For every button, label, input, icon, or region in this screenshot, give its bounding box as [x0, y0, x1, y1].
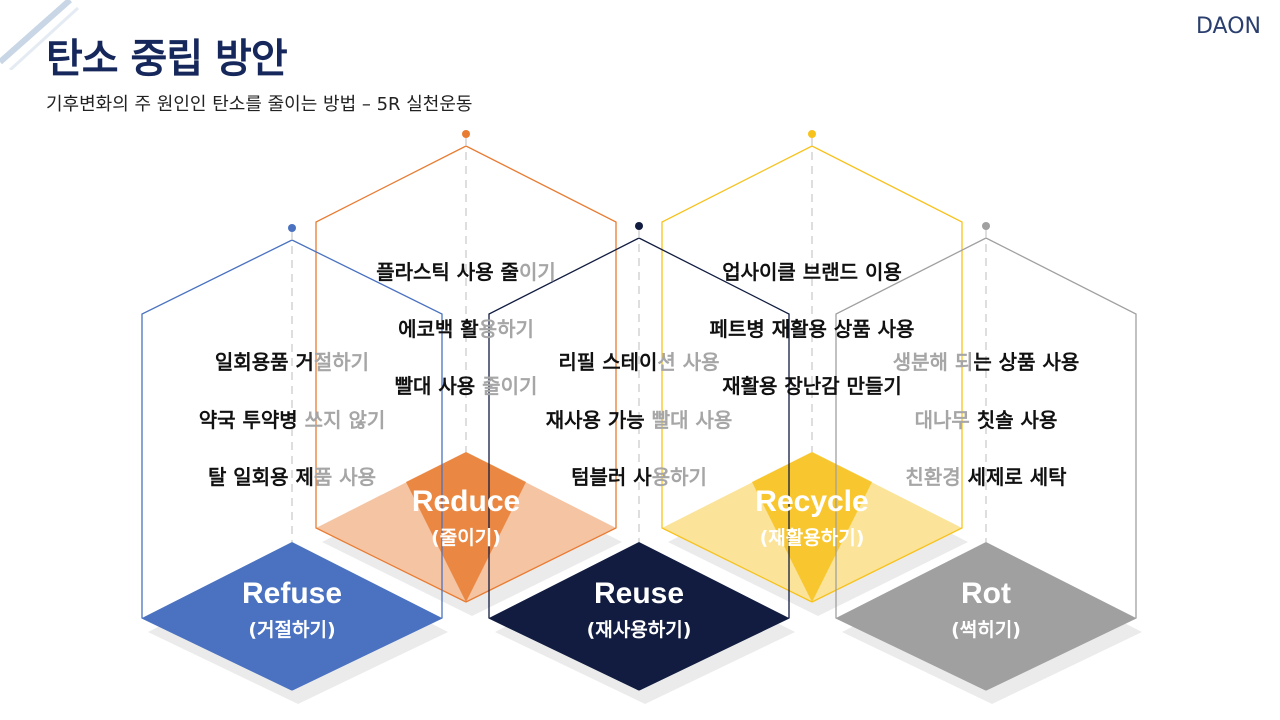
reuse-label-ko: (재사용하기) [586, 619, 692, 641]
refuse-label-en: Refuse [241, 577, 343, 610]
refuse-label-ko: (거절하기) [248, 619, 336, 641]
reduce-diamond-core [406, 452, 526, 602]
recycle-label-ko: (재활용하기) [759, 527, 865, 549]
item-text: 에코백 활 [398, 317, 479, 341]
reduce-item: 에코백 활용하기 [398, 313, 534, 342]
hexagon-rot [835, 222, 1142, 704]
refuse-item: 일회용품 거절하기 [215, 346, 369, 375]
rot-label: Rot (썩히기) [951, 576, 1021, 644]
reuse-item: 텀블러 사용하기 [571, 461, 707, 490]
refuse-label: Refuse (거절하기) [242, 576, 342, 644]
recycle-item: 업사이클 브랜드 이용 [722, 256, 902, 285]
recycle-diamond-core [752, 452, 872, 602]
refuse-top-dot [288, 224, 296, 232]
reduce-top-dot [462, 130, 470, 138]
refuse-item: 탈 일회용 제품 사용 [208, 461, 376, 490]
logo-text: DAON [1196, 14, 1261, 39]
reuse-diamond [489, 542, 789, 690]
page-title: 탄소 중립 방안 [46, 36, 288, 82]
page-subtitle: 기후변화의 주 원인인 탄소를 줄이는 방법 – 5R 실천운동 [46, 94, 473, 115]
hexagon-refuse [141, 224, 448, 704]
item-text-faded: 용하기 [478, 317, 534, 341]
item-text: 재활용 장난감 만들기 [722, 374, 902, 398]
rot-label-ko: (썩히기) [951, 619, 1021, 641]
item-text: 리필 스테이 [558, 350, 658, 374]
item-text-faded: 생분해 되 [892, 350, 974, 374]
recycle-label: Recycle (재활용하기) [755, 484, 868, 552]
reuse-label-en: Reuse [593, 577, 685, 610]
item-text: 칫솔 사용 [976, 408, 1058, 432]
item-text: 는 상품 사용 [973, 350, 1080, 374]
reduce-label-ko: (줄이기) [431, 527, 501, 549]
reduce-label-en: Reduce [411, 485, 521, 518]
reuse-item: 재사용 가능 빨대 사용 [546, 404, 733, 433]
recycle-item: 재활용 장난감 만들기 [722, 370, 902, 399]
item-text-faded: 줄이기 [482, 374, 538, 398]
item-text: 세제로 세탁 [967, 465, 1067, 489]
item-text-faded: 절하기 [313, 350, 370, 374]
daon-logo: DAON [1196, 14, 1261, 39]
item-text: 텀블러 사 [571, 465, 652, 489]
item-text-faded: 용하기 [651, 465, 707, 489]
refuse-diamond [142, 542, 442, 690]
item-text: 일회용품 거 [214, 350, 314, 374]
item-text: 빨대 사용 [394, 374, 483, 398]
refuse-item: 약국 투약병 쓰지 않기 [199, 404, 386, 433]
item-text-faded: 품 사용 [313, 465, 377, 489]
item-text: 재사용 가능 [545, 408, 652, 432]
hexagon-reuse [488, 222, 795, 704]
rot-label-en: Rot [961, 577, 1011, 610]
corner-decoration [0, 0, 80, 70]
reuse-item: 리필 스테이션 사용 [558, 346, 719, 375]
item-text: 업사이클 브랜드 이용 [722, 260, 902, 284]
rot-item: 생분해 되는 상품 사용 [893, 346, 1080, 375]
reuse-label: Reuse (재사용하기) [587, 576, 692, 644]
item-text-faded: 쓰지 않기 [304, 408, 386, 432]
rot-item: 대나무 칫솔 사용 [915, 404, 1058, 433]
item-text: 페트병 재활용 상품 사용 [709, 317, 915, 341]
recycle-label-en: Recycle [755, 485, 869, 518]
hexagon-recycle [661, 130, 968, 616]
rot-item: 친환경 세제로 세탁 [905, 461, 1066, 490]
item-text-faded: 대나무 [914, 408, 977, 432]
item-text: 플라스틱 사용 줄 [376, 260, 519, 284]
recycle-top-dot [808, 130, 816, 138]
recycle-item: 페트병 재활용 상품 사용 [710, 313, 915, 342]
reduce-label: Reduce (줄이기) [412, 484, 520, 552]
rot-diamond [836, 542, 1136, 690]
rot-top-dot [982, 222, 990, 230]
reduce-item: 빨대 사용 줄이기 [395, 370, 538, 399]
item-text-faded: 이기 [518, 260, 556, 284]
reduce-item: 플라스틱 사용 줄이기 [376, 256, 556, 285]
reuse-top-dot [635, 222, 643, 230]
item-text-faded: 친환경 [905, 465, 968, 489]
item-text-faded: 션 사용 [657, 350, 720, 374]
item-text: 탈 일회용 제 [207, 465, 314, 489]
item-text: 약국 투약병 [198, 408, 305, 432]
item-text-faded: 빨대 사용 [651, 408, 733, 432]
hexagon-reduce [315, 130, 622, 616]
